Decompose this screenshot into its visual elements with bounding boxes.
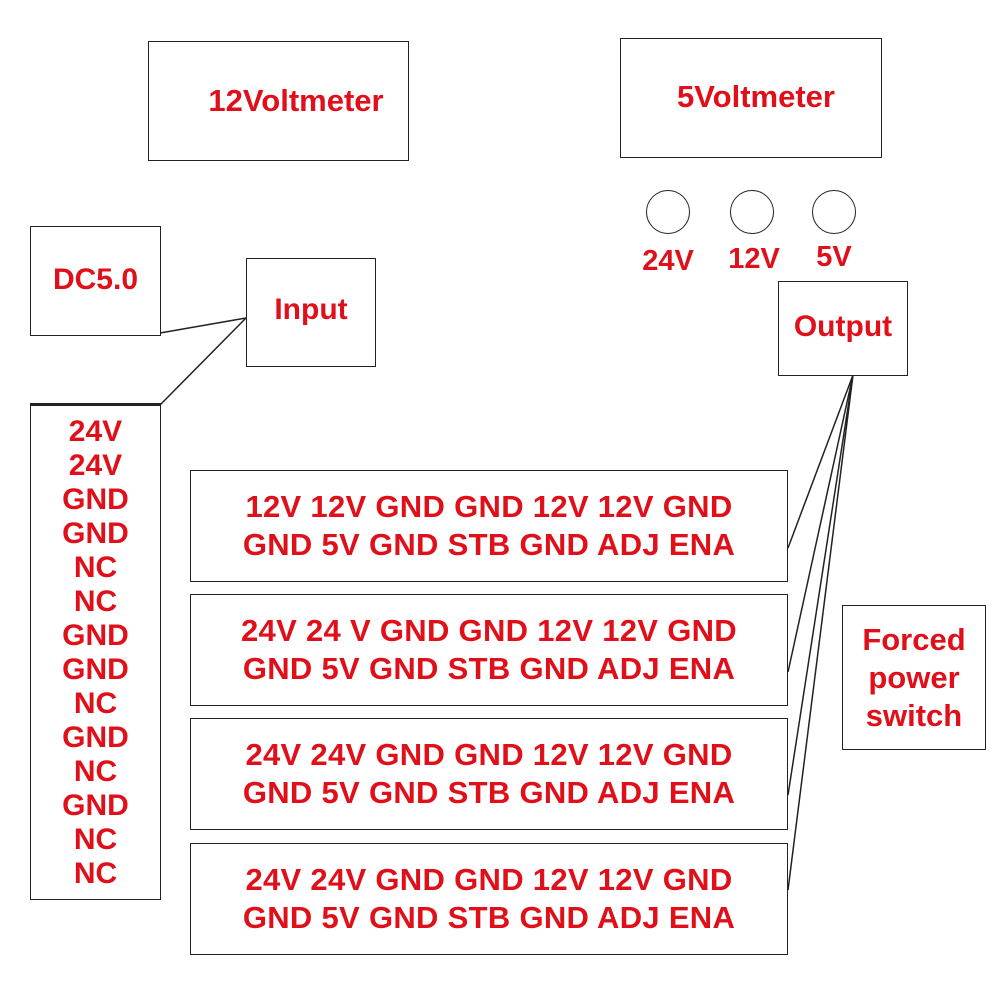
output-strip-2: 24V 24 V GND GND 12V 12V GND GND 5V GND … [190, 594, 788, 706]
wire-output-to-strip-1 [787, 374, 854, 549]
connector-pin-label: NC [73, 856, 118, 890]
strip-row-bottom: GND 5V GND STB GND ADJ ENA [242, 900, 736, 935]
switch-label-line: switch [865, 697, 963, 733]
indicator-5v-label: 5V [816, 241, 852, 273]
wire-input-to-connector [159, 317, 247, 406]
strip-row-top: 24V 24V GND GND 12V 12V GND [245, 737, 733, 772]
input-box: Input [246, 258, 376, 367]
left-pin-connector: 24V 24V GND GND NC NC GND GND NC GND NC … [30, 403, 161, 900]
connector-pin-label: GND [62, 788, 129, 822]
strip-row-top: 24V 24 V GND GND 12V 12V GND [241, 613, 737, 648]
strip-row-top: 12V 12V GND GND 12V 12V GND [245, 489, 733, 524]
wire-dc-to-input [159, 317, 247, 334]
strip-row-bottom: GND 5V GND STB GND ADJ ENA [242, 651, 736, 686]
indicator-24v-label: 24V [642, 245, 694, 277]
voltmeter-12v-label: 12Voltmeter [208, 83, 384, 118]
voltmeter-5v-label: 5Voltmeter [677, 79, 835, 114]
output-label: Output [793, 309, 893, 343]
forced-power-switch-box: Forced power switch [842, 605, 986, 750]
voltmeter-5v-box: 5Voltmeter [620, 38, 882, 158]
connector-pin-label: NC [73, 686, 118, 720]
connector-pin-label: NC [73, 754, 118, 788]
output-strip-1: 12V 12V GND GND 12V 12V GND GND 5V GND S… [190, 470, 788, 582]
output-strip-4: 24V 24V GND GND 12V 12V GND GND 5V GND S… [190, 843, 788, 955]
indicator-12v-label: 12V [728, 243, 780, 275]
dc-source-label: DC5.0 [52, 263, 139, 296]
connector-pin-label: 24V [68, 414, 123, 448]
connector-pin-label: GND [62, 482, 129, 516]
connector-pin-label: NC [73, 822, 118, 856]
connector-pin-label: GND [62, 516, 129, 550]
strip-row-bottom: GND 5V GND STB GND ADJ ENA [242, 775, 736, 810]
switch-label-line: Forced [862, 621, 966, 657]
connector-pin-label: NC [73, 550, 118, 584]
strip-row-top: 24V 24V GND GND 12V 12V GND [245, 862, 733, 897]
indicator-12v-led [730, 190, 774, 234]
connector-pin-label: GND [62, 720, 129, 754]
switch-label-line: power [868, 659, 960, 695]
connector-pin-label: GND [62, 618, 129, 652]
connector-pin-label: 24V [68, 448, 123, 482]
input-label: Input [274, 292, 348, 326]
connector-pin-label: GND [62, 652, 129, 686]
output-box: Output [778, 281, 908, 376]
indicator-24v-led [646, 190, 690, 234]
indicator-5v-led [812, 190, 856, 234]
dc-source-box: DC5.0 [30, 226, 161, 336]
voltmeter-12v-box: 12Voltmeter [148, 41, 409, 161]
strip-row-bottom: GND 5V GND STB GND ADJ ENA [242, 527, 736, 562]
connector-pin-label: NC [73, 584, 118, 618]
output-strip-3: 24V 24V GND GND 12V 12V GND GND 5V GND S… [190, 718, 788, 830]
